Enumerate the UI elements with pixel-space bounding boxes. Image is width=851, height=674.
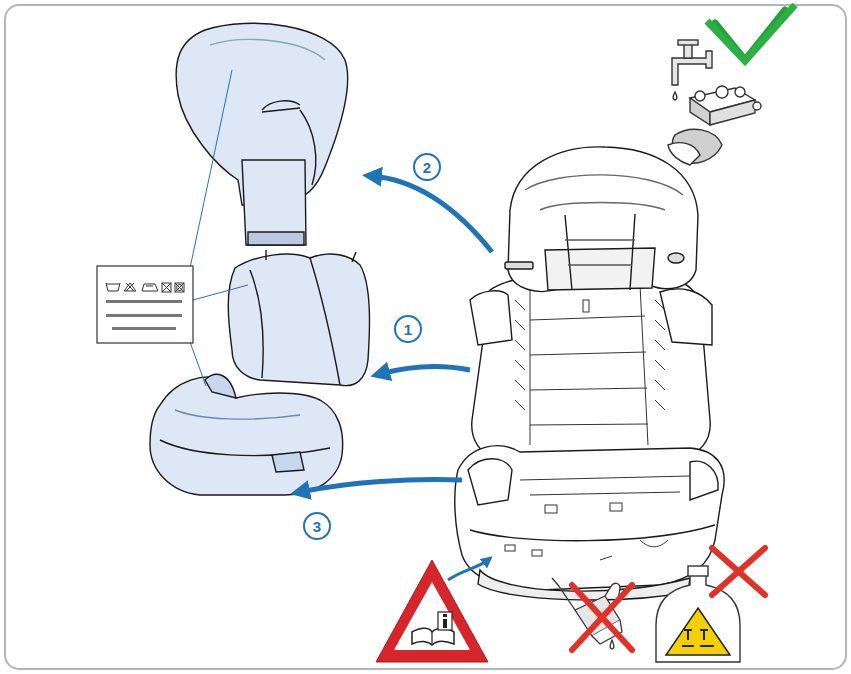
no-solvent-icon	[552, 578, 632, 650]
callout-number: 2	[413, 153, 441, 181]
read-manual-warning	[376, 560, 488, 662]
callout-text: 2	[423, 160, 431, 175]
callout-text: 3	[313, 519, 321, 534]
callout-number: 1	[394, 315, 422, 343]
care-label	[97, 266, 193, 343]
no-corrosive-icon	[656, 548, 765, 662]
callout-number: 3	[303, 512, 331, 540]
hand-wash-icons	[668, 5, 795, 165]
callout-text: 1	[404, 322, 412, 337]
car-seat	[455, 147, 724, 600]
